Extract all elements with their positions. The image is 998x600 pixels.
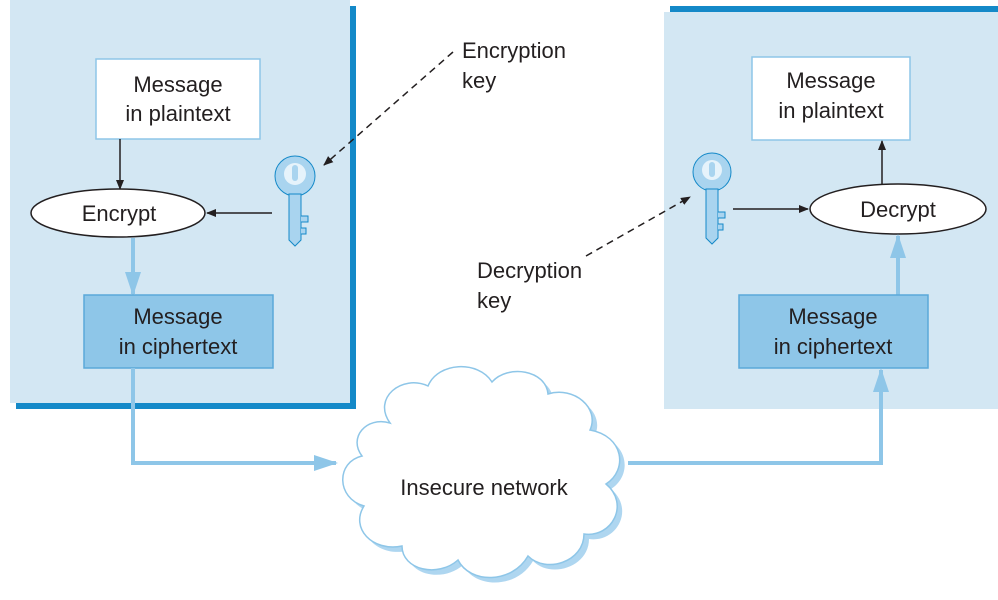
receiver-plaintext-line2: in plaintext: [778, 98, 883, 123]
decrypt-label: Decrypt: [860, 197, 936, 222]
ciphertext-to-network-arrow: [131, 368, 338, 471]
sender-ciphertext-box: Message in ciphertext: [83, 294, 274, 369]
receiver-ciphertext-line1: Message: [788, 304, 877, 329]
encrypt-label: Encrypt: [82, 201, 157, 226]
decryption-key-leader: [585, 196, 691, 257]
decryption-key-label-line2: key: [477, 288, 511, 313]
encrypt-ellipse: Encrypt: [30, 188, 206, 238]
decryption-key-icon: [692, 152, 732, 245]
sender-plaintext-box: Message in plaintext: [95, 58, 261, 140]
decrypt-ellipse: Decrypt: [809, 183, 987, 235]
insecure-network-label: Insecure network: [400, 475, 569, 500]
receiver-ciphertext-line2: in ciphertext: [774, 334, 893, 359]
sender-ciphertext-line1: Message: [133, 304, 222, 329]
decryption-key-label-line1: Decryption: [477, 258, 582, 283]
sender-ciphertext-line2: in ciphertext: [119, 334, 238, 359]
receiver-ciphertext-box: Message in ciphertext: [738, 294, 929, 369]
sender-plaintext-line1: Message: [133, 72, 222, 97]
network-to-ciphertext-arrow: [628, 368, 889, 465]
receiver-plaintext-box: Message in plaintext: [751, 56, 911, 141]
encryption-key-label-line1: Encryption: [462, 38, 566, 63]
insecure-network-cloud: Insecure network: [342, 366, 625, 583]
encryption-key-leader: [323, 51, 454, 166]
receiver-plaintext-line1: Message: [786, 68, 875, 93]
encryption-key-label-line2: key: [462, 68, 496, 93]
sender-plaintext-line2: in plaintext: [125, 101, 230, 126]
encryption-key-icon: [274, 155, 316, 247]
